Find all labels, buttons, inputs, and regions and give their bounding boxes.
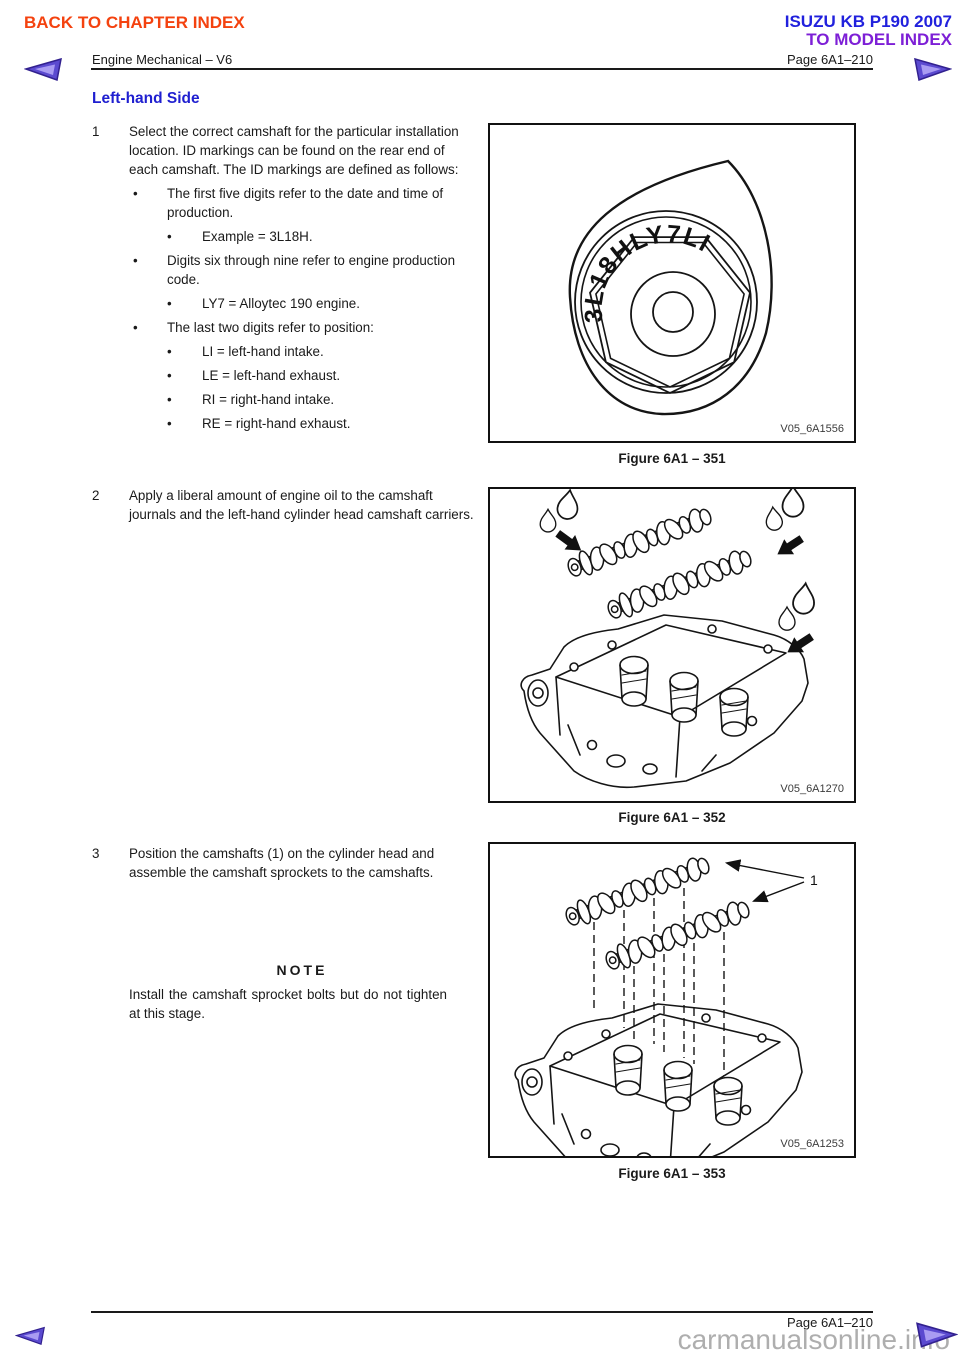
figure-image-id: V05_6A1556	[780, 423, 844, 435]
figure-351-image: 3L18HLY7LI V05_6A1556	[488, 123, 856, 443]
header-divider	[91, 68, 873, 70]
bullet-item: LY7 = Alloytec 190 engine.	[167, 294, 474, 313]
callout-leader-line	[752, 881, 805, 903]
bullet-item: LE = left-hand exhaust.	[167, 366, 474, 385]
camshaft-oiling-drawing	[520, 489, 817, 789]
bullet-marker	[167, 366, 202, 385]
figure-353-image: 1 V05_6A1253	[488, 842, 856, 1158]
apply-oil-arrow-icon	[772, 531, 807, 562]
note-block: NOTE Install the camshaft sprocket bolts…	[92, 962, 474, 1023]
oil-drop-icon	[791, 581, 817, 616]
oil-drop-icon	[539, 508, 557, 533]
bullet-text: LY7 = Alloytec 190 engine.	[202, 296, 360, 311]
header-page-number: Page 6A1–210	[786, 52, 873, 67]
figure-351-caption: Figure 6A1 – 351	[618, 451, 726, 466]
bullet-marker	[167, 227, 202, 246]
bullet-text: RE = right-hand exhaust.	[202, 416, 351, 431]
step-number: 1	[92, 124, 100, 139]
bullet-marker	[167, 342, 202, 361]
bullet-text: Example = 3L18H.	[202, 229, 313, 244]
oil-drop-icon	[781, 489, 805, 518]
bullet-item: The last two digits refer to position:	[133, 318, 474, 337]
figure-image-id: V05_6A1270	[780, 783, 844, 795]
step-1: 1 Select the correct camshaft for the pa…	[92, 122, 474, 433]
section-title: Engine Mechanical – V6	[92, 52, 233, 67]
watermark-link[interactable]: carmanualsonline.info	[677, 1324, 950, 1355]
bullet-marker	[133, 318, 167, 337]
camshaft-drawing	[603, 544, 756, 625]
bullet-text: The last two digits refer to position:	[167, 320, 374, 335]
bullet-marker	[167, 294, 202, 313]
step-text: Position the camshafts (1) on the cylind…	[129, 846, 435, 880]
page-section-heading: Left-hand Side	[92, 90, 200, 107]
alignment-dashed-lines	[593, 888, 685, 1058]
bullet-item: LI = left-hand intake.	[167, 342, 474, 361]
step-3: 3 Position the camshafts (1) on the cyli…	[92, 844, 474, 882]
back-to-chapter-index-link[interactable]: BACK TO CHAPTER INDEX	[24, 13, 245, 32]
bullet-item: Digits six through nine refer to engine …	[133, 251, 474, 289]
bullet-text: RI = right-hand intake.	[202, 392, 335, 407]
camshaft-drawing	[601, 895, 754, 976]
bullet-text: Digits six through nine refer to engine …	[167, 253, 456, 287]
prev-page-arrow-icon[interactable]	[15, 1324, 45, 1347]
oil-drop-icon	[764, 505, 784, 532]
oil-drop-icon	[555, 489, 581, 522]
camshaft-drawing	[563, 502, 716, 583]
callout-number: 1	[810, 872, 818, 888]
next-page-arrow-icon[interactable]	[914, 56, 952, 82]
note-body: Install the camshaft sprocket bolts but …	[129, 987, 447, 1021]
step-text: Apply a liberal amount of engine oil to …	[129, 488, 474, 522]
bullet-marker	[133, 184, 167, 222]
step-2: 2 Apply a liberal amount of engine oil t…	[92, 486, 474, 524]
oil-drop-icon	[778, 606, 796, 631]
figure-image-id: V05_6A1253	[780, 1138, 844, 1150]
footer-divider	[91, 1311, 873, 1313]
bullet-text: The first five digits refer to the date …	[167, 186, 444, 220]
bullet-text: LI = left-hand intake.	[202, 344, 324, 359]
footer-page-number: Page 6A1–210	[786, 1315, 873, 1330]
bullet-item: Example = 3L18H.	[167, 227, 474, 246]
bullet-item: RI = right-hand intake.	[167, 390, 474, 409]
step-text: Select the correct camshaft for the part…	[129, 124, 459, 177]
bullet-text: LE = left-hand exhaust.	[202, 368, 341, 383]
to-model-index-link[interactable]: TO MODEL INDEX	[806, 30, 952, 49]
camshaft-positioning-drawing: 1	[514, 851, 818, 1156]
step-number: 3	[92, 846, 100, 861]
prev-page-arrow-icon[interactable]	[24, 56, 62, 82]
cylinder-head-drawing	[514, 1003, 803, 1156]
bullet-marker	[167, 390, 202, 409]
bullet-item: The first five digits refer to the date …	[133, 184, 474, 222]
figure-352-image: V05_6A1270	[488, 487, 856, 803]
note-title: NOTE	[276, 962, 328, 978]
figure-352-caption: Figure 6A1 – 352	[618, 810, 726, 825]
camshaft-drawing	[561, 851, 714, 932]
bullet-list: The first five digits refer to the date …	[92, 184, 474, 433]
cylinder-head-drawing	[520, 614, 809, 789]
camshaft-id-marking-drawing: 3L18HLY7LI	[568, 159, 773, 416]
next-page-arrow-icon[interactable]	[916, 1320, 958, 1349]
figure-353-caption: Figure 6A1 – 353	[618, 1166, 726, 1181]
callout-leader-line	[724, 859, 805, 879]
manual-title: ISUZU KB P190 2007	[784, 12, 952, 31]
step-number: 2	[92, 488, 100, 503]
bullet-item: RE = right-hand exhaust.	[167, 414, 474, 433]
bullet-marker	[167, 414, 202, 433]
bullet-marker	[133, 251, 167, 289]
